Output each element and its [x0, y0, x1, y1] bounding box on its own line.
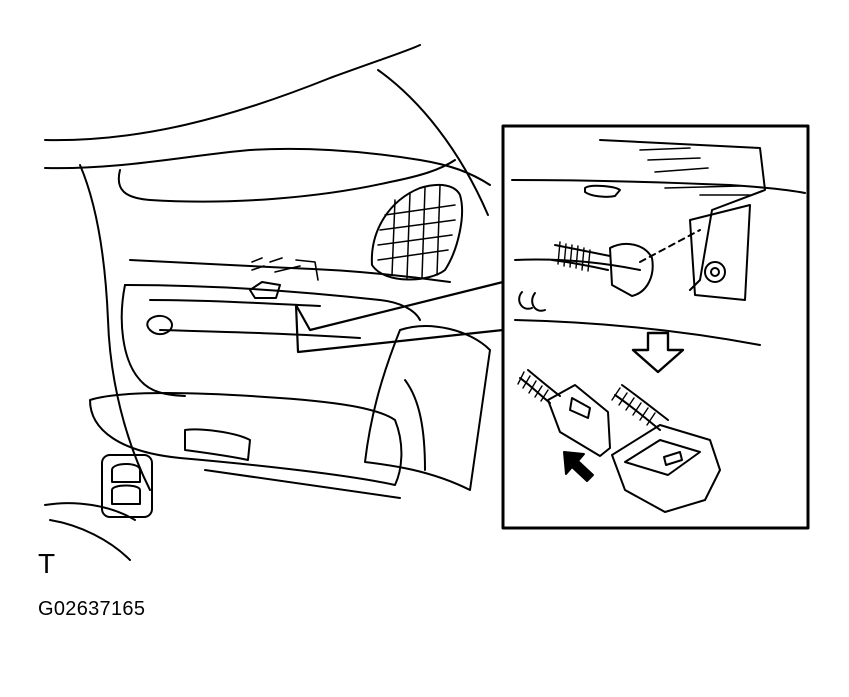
detail-lower-panel — [514, 258, 761, 346]
detail-panel-edge — [511, 179, 806, 194]
glove-box-inner — [149, 299, 361, 339]
detail-harness-coils — [557, 241, 591, 272]
lower-female-connector-slot — [663, 451, 683, 466]
callout-leader — [294, 280, 505, 354]
vent-louver-v1 — [391, 199, 396, 276]
glove-box-opening-top — [124, 284, 421, 321]
connector-location-callout — [249, 257, 505, 354]
vent-louver-h2 — [379, 219, 456, 231]
detail-upper-view — [511, 139, 806, 346]
connector-mark — [251, 257, 319, 281]
vent-louver-h1 — [384, 204, 456, 216]
view-label: T — [38, 548, 56, 579]
detail-bracket-ribs — [639, 147, 751, 196]
detail-inset-frame — [501, 124, 810, 530]
detail-mount-plate — [689, 204, 751, 301]
glove-box-clip — [146, 314, 173, 336]
switch-button-upper — [111, 463, 141, 483]
connector-tab — [249, 281, 281, 299]
lower-female-connector-face — [624, 439, 701, 476]
detail-mount-bolt — [704, 261, 726, 283]
detail-mount-bolt-inner — [710, 267, 720, 277]
vent-housing — [370, 183, 464, 281]
vent-louver-v4 — [436, 185, 441, 276]
glove-box-lid — [89, 392, 403, 486]
mirror-switch — [101, 454, 153, 518]
detail-end-caps — [518, 291, 546, 312]
switch-button-lower — [111, 484, 141, 505]
down-arrow-icon — [631, 331, 685, 374]
detail-connector-body — [609, 242, 654, 297]
dash-upper-ledge — [44, 147, 491, 186]
windshield-curve — [377, 69, 489, 216]
dash-left-contour — [44, 502, 136, 561]
air-vent — [370, 183, 464, 281]
glove-box-handle — [184, 428, 251, 461]
detail-connector-dashed-link — [639, 229, 701, 263]
column-cover — [364, 325, 491, 491]
dash-left-wall — [79, 164, 151, 491]
vent-louver-v2 — [406, 192, 411, 279]
diagonal-arrow-icon — [563, 451, 594, 482]
column-shadow — [404, 379, 426, 471]
lower-female-connector — [611, 424, 721, 513]
lower-harness-left-coils — [517, 371, 549, 402]
figure-code: G02637165 — [38, 598, 146, 620]
dash-top-edge — [44, 44, 421, 142]
vent-louver-h3 — [377, 234, 453, 246]
glove-box — [89, 284, 421, 499]
lower-panel-edge — [204, 469, 401, 499]
lower-harness-right-coils — [611, 387, 656, 426]
lower-male-connector-lock — [569, 397, 591, 419]
vent-louver-h4 — [377, 249, 449, 261]
detail-harness — [551, 244, 611, 271]
dash-upper-pad — [117, 159, 456, 203]
vent-louver-v3 — [421, 187, 426, 279]
steering-column — [364, 325, 491, 491]
detail-lower-view — [517, 369, 721, 513]
lower-male-connector — [547, 384, 611, 457]
detail-bracket — [599, 139, 766, 291]
glove-box-opening-left — [120, 284, 186, 397]
detail-slot — [584, 184, 621, 198]
switch-bezel — [101, 454, 153, 518]
